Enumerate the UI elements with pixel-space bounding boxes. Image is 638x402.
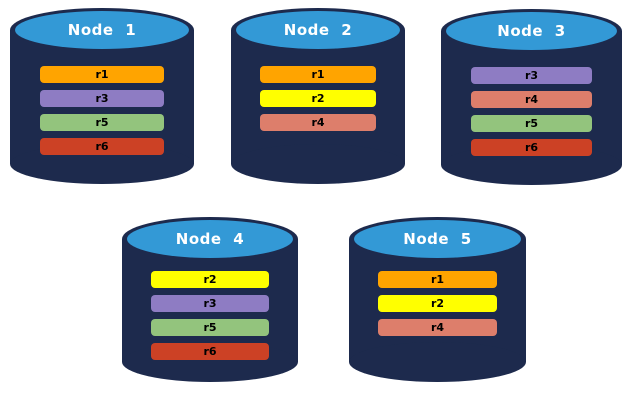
node-title: Node 3 [497, 22, 566, 40]
replica-bar: r5 [151, 319, 269, 336]
replica-bar: r1 [40, 66, 164, 83]
replica-bar: r4 [259, 114, 377, 131]
cylinder-top-ellipse: Node 1 [15, 11, 189, 49]
cylinder-top-ellipse: Node 4 [127, 220, 293, 258]
replica-bar: r5 [470, 115, 593, 132]
replica-list: r3 r4 r5 r6 [441, 67, 622, 156]
replica-bar: r6 [470, 139, 593, 156]
replica-bar: r6 [151, 343, 269, 360]
cylinder-top-ellipse: Node 5 [354, 220, 521, 258]
node-title: Node 5 [403, 230, 472, 248]
replica-bar: r1 [259, 66, 377, 83]
replica-bar: r2 [151, 271, 269, 288]
replica-bar: r3 [151, 295, 269, 312]
cylinder-bottom-ellipse [349, 342, 526, 382]
replica-bar: r5 [40, 114, 164, 131]
replica-bar: r4 [470, 91, 593, 108]
node-title: Node 1 [67, 21, 137, 39]
replica-bar: r2 [378, 295, 497, 312]
replica-list: r1 r2 r4 [349, 271, 526, 336]
node-cylinder-5: Node 5 r1 r2 r4 [349, 217, 526, 382]
node-cylinder-1: Node 1 r1 r3 r5 r6 [10, 8, 194, 184]
replica-list: r2 r3 r5 r6 [122, 271, 298, 360]
replica-bar: r6 [40, 138, 164, 155]
replica-bar: r1 [378, 271, 497, 288]
replica-bar: r4 [378, 319, 497, 336]
node-title: Node 4 [175, 230, 245, 248]
replica-bar: r2 [259, 90, 377, 107]
node-cylinder-4: Node 4 r2 r3 r5 r6 [122, 217, 298, 382]
replica-bar: r3 [470, 67, 593, 84]
node-cylinder-2: Node 2 r1 r2 r4 [231, 8, 405, 184]
replica-bar: r3 [40, 90, 164, 107]
node-cylinder-3: Node 3 r3 r4 r5 r6 [441, 9, 622, 185]
cylinder-top-ellipse: Node 2 [236, 11, 400, 49]
cylinder-top-ellipse: Node 3 [446, 12, 617, 50]
cylinder-bottom-ellipse [231, 144, 405, 184]
replica-list: r1 r3 r5 r6 [10, 66, 194, 155]
node-title: Node 2 [283, 21, 353, 39]
replica-list: r1 r2 r4 [231, 66, 405, 131]
